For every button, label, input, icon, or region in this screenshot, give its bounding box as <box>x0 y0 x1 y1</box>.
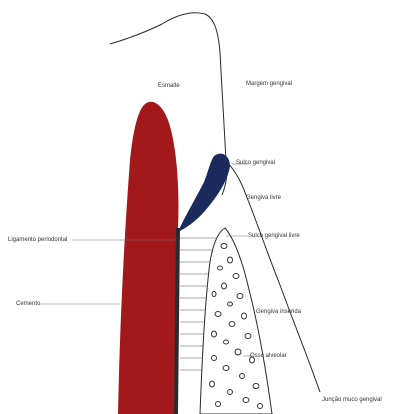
label-esmalte: Esmalte <box>158 83 180 90</box>
label-osso-alveolar: Osso alveolar <box>250 353 287 360</box>
label-ligamento-periodontal: Ligamento periodontal <box>8 237 67 244</box>
label-margem-gengival: Margem gengival <box>246 81 292 88</box>
cementum-layer <box>176 228 178 414</box>
label-sulco-gengival-livre: Sulco gengival livre <box>248 233 300 240</box>
label-cemento: Cemento <box>16 301 40 308</box>
label-juncao-muco-gengival: Junção muco gengival <box>322 397 382 404</box>
tooth-enamel-root <box>118 102 179 414</box>
label-sulco-gengival: Sulco gengival <box>236 160 275 167</box>
label-gengiva-livre: Gengiva livre <box>246 195 281 202</box>
junctional-epithelium <box>178 154 230 232</box>
label-gengiva-inserida: Gengiva inserida <box>256 309 301 316</box>
alveolar-bone <box>200 228 272 414</box>
